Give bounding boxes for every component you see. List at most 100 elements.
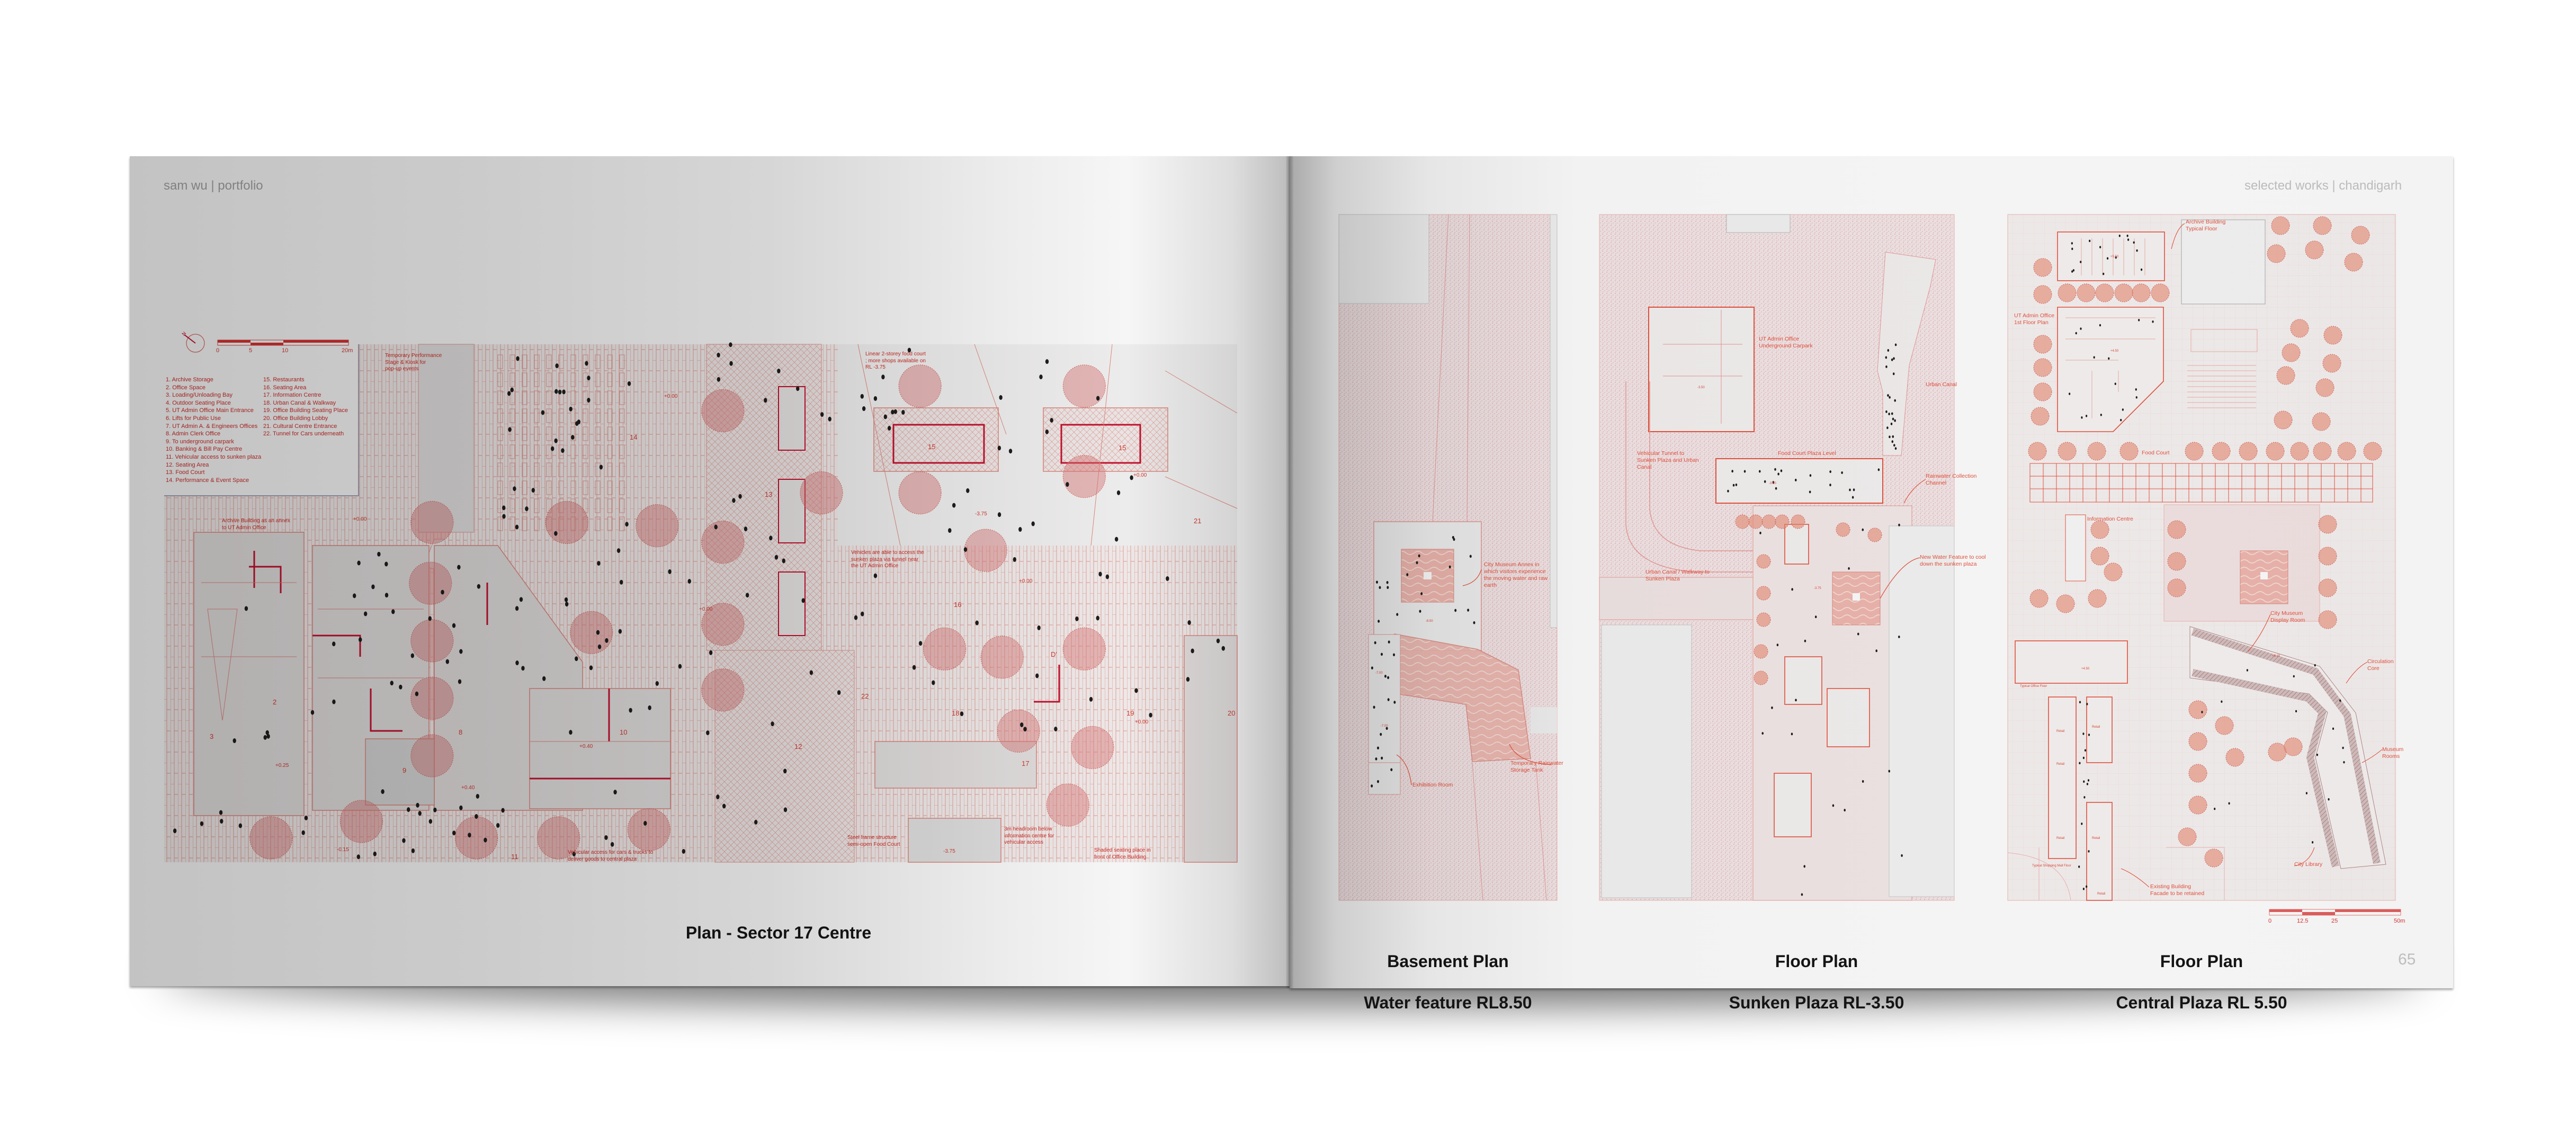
person-icon — [648, 705, 651, 710]
tree-icon — [2188, 764, 2207, 783]
person-icon — [1066, 482, 1069, 487]
person-icon — [1473, 621, 1475, 624]
tree-icon — [1756, 586, 1771, 601]
small-label: Retail — [2056, 763, 2065, 766]
tree-icon — [410, 676, 454, 720]
zone-number: 19 — [1126, 709, 1134, 717]
tree-icon — [2351, 226, 2370, 245]
tree-icon — [249, 816, 293, 860]
scale-bar-right — [2269, 909, 2401, 916]
person-icon — [1416, 561, 1418, 565]
level-marker: +0.00 — [699, 606, 713, 612]
person-icon — [263, 735, 267, 740]
scale-label: 0 — [216, 347, 220, 354]
person-icon — [531, 488, 535, 493]
person-icon — [891, 409, 895, 415]
person-icon — [441, 589, 444, 595]
small-label: Typical Office Floor — [2020, 685, 2047, 688]
person-icon — [901, 409, 905, 415]
legend-item: 8. Admin Clerk Office — [166, 431, 221, 437]
person-icon — [1387, 698, 1390, 701]
legend-item: 2. Office Space — [166, 384, 206, 391]
tree-icon — [1735, 514, 1750, 529]
tree-icon — [997, 709, 1040, 753]
person-icon — [714, 524, 718, 530]
person-icon — [2295, 710, 2297, 713]
person-icon — [2312, 841, 2314, 844]
person-icon — [381, 789, 384, 794]
person-icon — [597, 644, 602, 649]
legend-item: 10. Banking & Bill Pay Centre — [166, 446, 243, 453]
person-icon — [1008, 449, 1013, 454]
person-icon — [999, 395, 1003, 400]
person-icon — [2133, 241, 2135, 244]
person-icon — [1380, 732, 1382, 736]
tree-icon — [2058, 283, 2077, 302]
tree-icon — [980, 636, 1024, 679]
tree-icon — [627, 808, 670, 852]
person-icon — [862, 406, 866, 412]
person-icon — [1889, 396, 1891, 399]
level-marker: +0.40 — [579, 744, 593, 749]
person-icon — [782, 558, 785, 564]
person-icon — [496, 823, 500, 828]
small-label: Retail — [2056, 837, 2065, 840]
tree-icon — [2167, 520, 2186, 539]
sunken-plaza-caption: Floor Plan Sunken Plaza RL-3.50 — [1711, 931, 1922, 1013]
tree-icon — [2323, 326, 2342, 345]
person-icon — [458, 679, 462, 684]
sunken-plaza-plan — [1599, 214, 1955, 901]
tree-icon — [2167, 578, 2186, 597]
tree-icon — [1867, 528, 1882, 542]
person-icon — [1467, 609, 1470, 612]
person-icon — [2122, 408, 2124, 411]
level-marker: +4.50 — [2081, 667, 2090, 671]
person-icon — [1420, 592, 1423, 595]
person-icon — [515, 524, 519, 530]
person-icon — [2100, 414, 2102, 416]
person-icon — [883, 414, 888, 419]
legend-item: 6. Lifts for Public Use — [166, 415, 221, 422]
person-icon — [1892, 417, 1894, 421]
person-icon — [1795, 699, 1797, 702]
person-icon — [1116, 490, 1121, 495]
person-icon — [2140, 268, 2143, 271]
tree-icon — [2033, 258, 2052, 277]
person-icon — [745, 593, 749, 598]
tree-icon — [2284, 737, 2303, 756]
person-icon — [2086, 885, 2088, 888]
tree-icon — [1754, 644, 1768, 659]
person-icon — [2136, 249, 2138, 252]
person-icon — [569, 730, 573, 735]
person-icon — [796, 386, 800, 391]
person-icon — [1379, 586, 1381, 589]
person-icon — [363, 611, 368, 616]
person-icon — [668, 569, 672, 574]
zone-number: 16 — [954, 601, 962, 609]
person-icon — [1453, 538, 1455, 541]
tree-icon — [410, 619, 454, 663]
person-icon — [2088, 734, 2090, 736]
person-icon — [220, 819, 223, 824]
page-number: 65 — [2398, 951, 2416, 968]
person-icon — [1371, 666, 1373, 669]
tree-icon — [2095, 283, 2114, 302]
person-icon — [1743, 470, 1746, 473]
legend-item: 21. Cultural Centre Entrance — [263, 423, 337, 430]
person-icon — [265, 730, 269, 735]
person-icon — [232, 738, 236, 744]
tree-icon — [2178, 827, 2197, 846]
legend-item: 5. UT Admin Office Main Entrance — [166, 407, 254, 414]
person-icon — [873, 396, 878, 401]
tree-icon — [800, 471, 843, 515]
person-icon — [1885, 365, 1888, 368]
person-icon — [1419, 610, 1421, 613]
person-icon — [2071, 247, 2073, 251]
person-icon — [1393, 701, 1396, 704]
person-icon — [173, 828, 177, 834]
person-icon — [452, 830, 456, 836]
person-icon — [960, 711, 964, 717]
tree-icon — [1062, 364, 1106, 408]
person-icon — [1889, 435, 1891, 439]
